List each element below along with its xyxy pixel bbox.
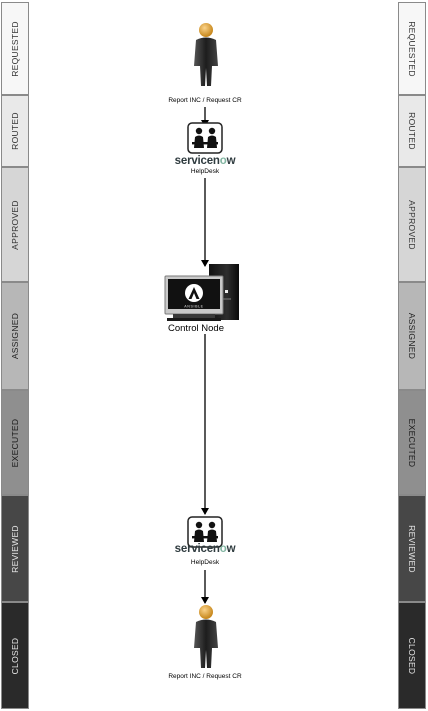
- lane-left-reviewed: REVIEWED: [1, 495, 29, 602]
- lane-right-reviewed: REVIEWED: [398, 495, 426, 602]
- lane-right-executed: EXECUTED: [398, 390, 426, 495]
- svg-text:ANSIBLE: ANSIBLE: [184, 305, 203, 309]
- lane-left-approved: APPROVED: [1, 167, 29, 282]
- servicenow-logo: servicenow: [174, 543, 236, 555]
- lane-right-routed: ROUTED: [398, 95, 426, 167]
- lane-left-requested: REQUESTED: [1, 2, 29, 95]
- lane-right-assigned: ASSIGNED: [398, 282, 426, 390]
- lane-right-approved: APPROVED: [398, 167, 426, 282]
- requester-bottom-label: Report INC / Request CR: [168, 673, 242, 680]
- lane-right-requested: REQUESTED: [398, 2, 426, 95]
- helpdesk-icon: [187, 516, 223, 553]
- helpdesk-top-label: HelpDesk: [190, 168, 220, 175]
- lane-left-executed: EXECUTED: [1, 390, 29, 495]
- computer-icon: ANSIBLE: [163, 262, 243, 329]
- helpdesk-bottom-label: HelpDesk: [190, 559, 220, 566]
- person-icon: [190, 22, 222, 93]
- lane-left-closed: CLOSED: [1, 602, 29, 709]
- helpdesk-icon: [187, 122, 223, 159]
- lane-left-routed: ROUTED: [1, 95, 29, 167]
- requester-top-label: Report INC / Request CR: [168, 97, 242, 104]
- control-node-label: Control Node: [168, 323, 224, 334]
- lane-right-closed: CLOSED: [398, 602, 426, 709]
- person-icon: [190, 604, 222, 675]
- lane-left-assigned: ASSIGNED: [1, 282, 29, 390]
- servicenow-logo: servicenow: [174, 155, 236, 167]
